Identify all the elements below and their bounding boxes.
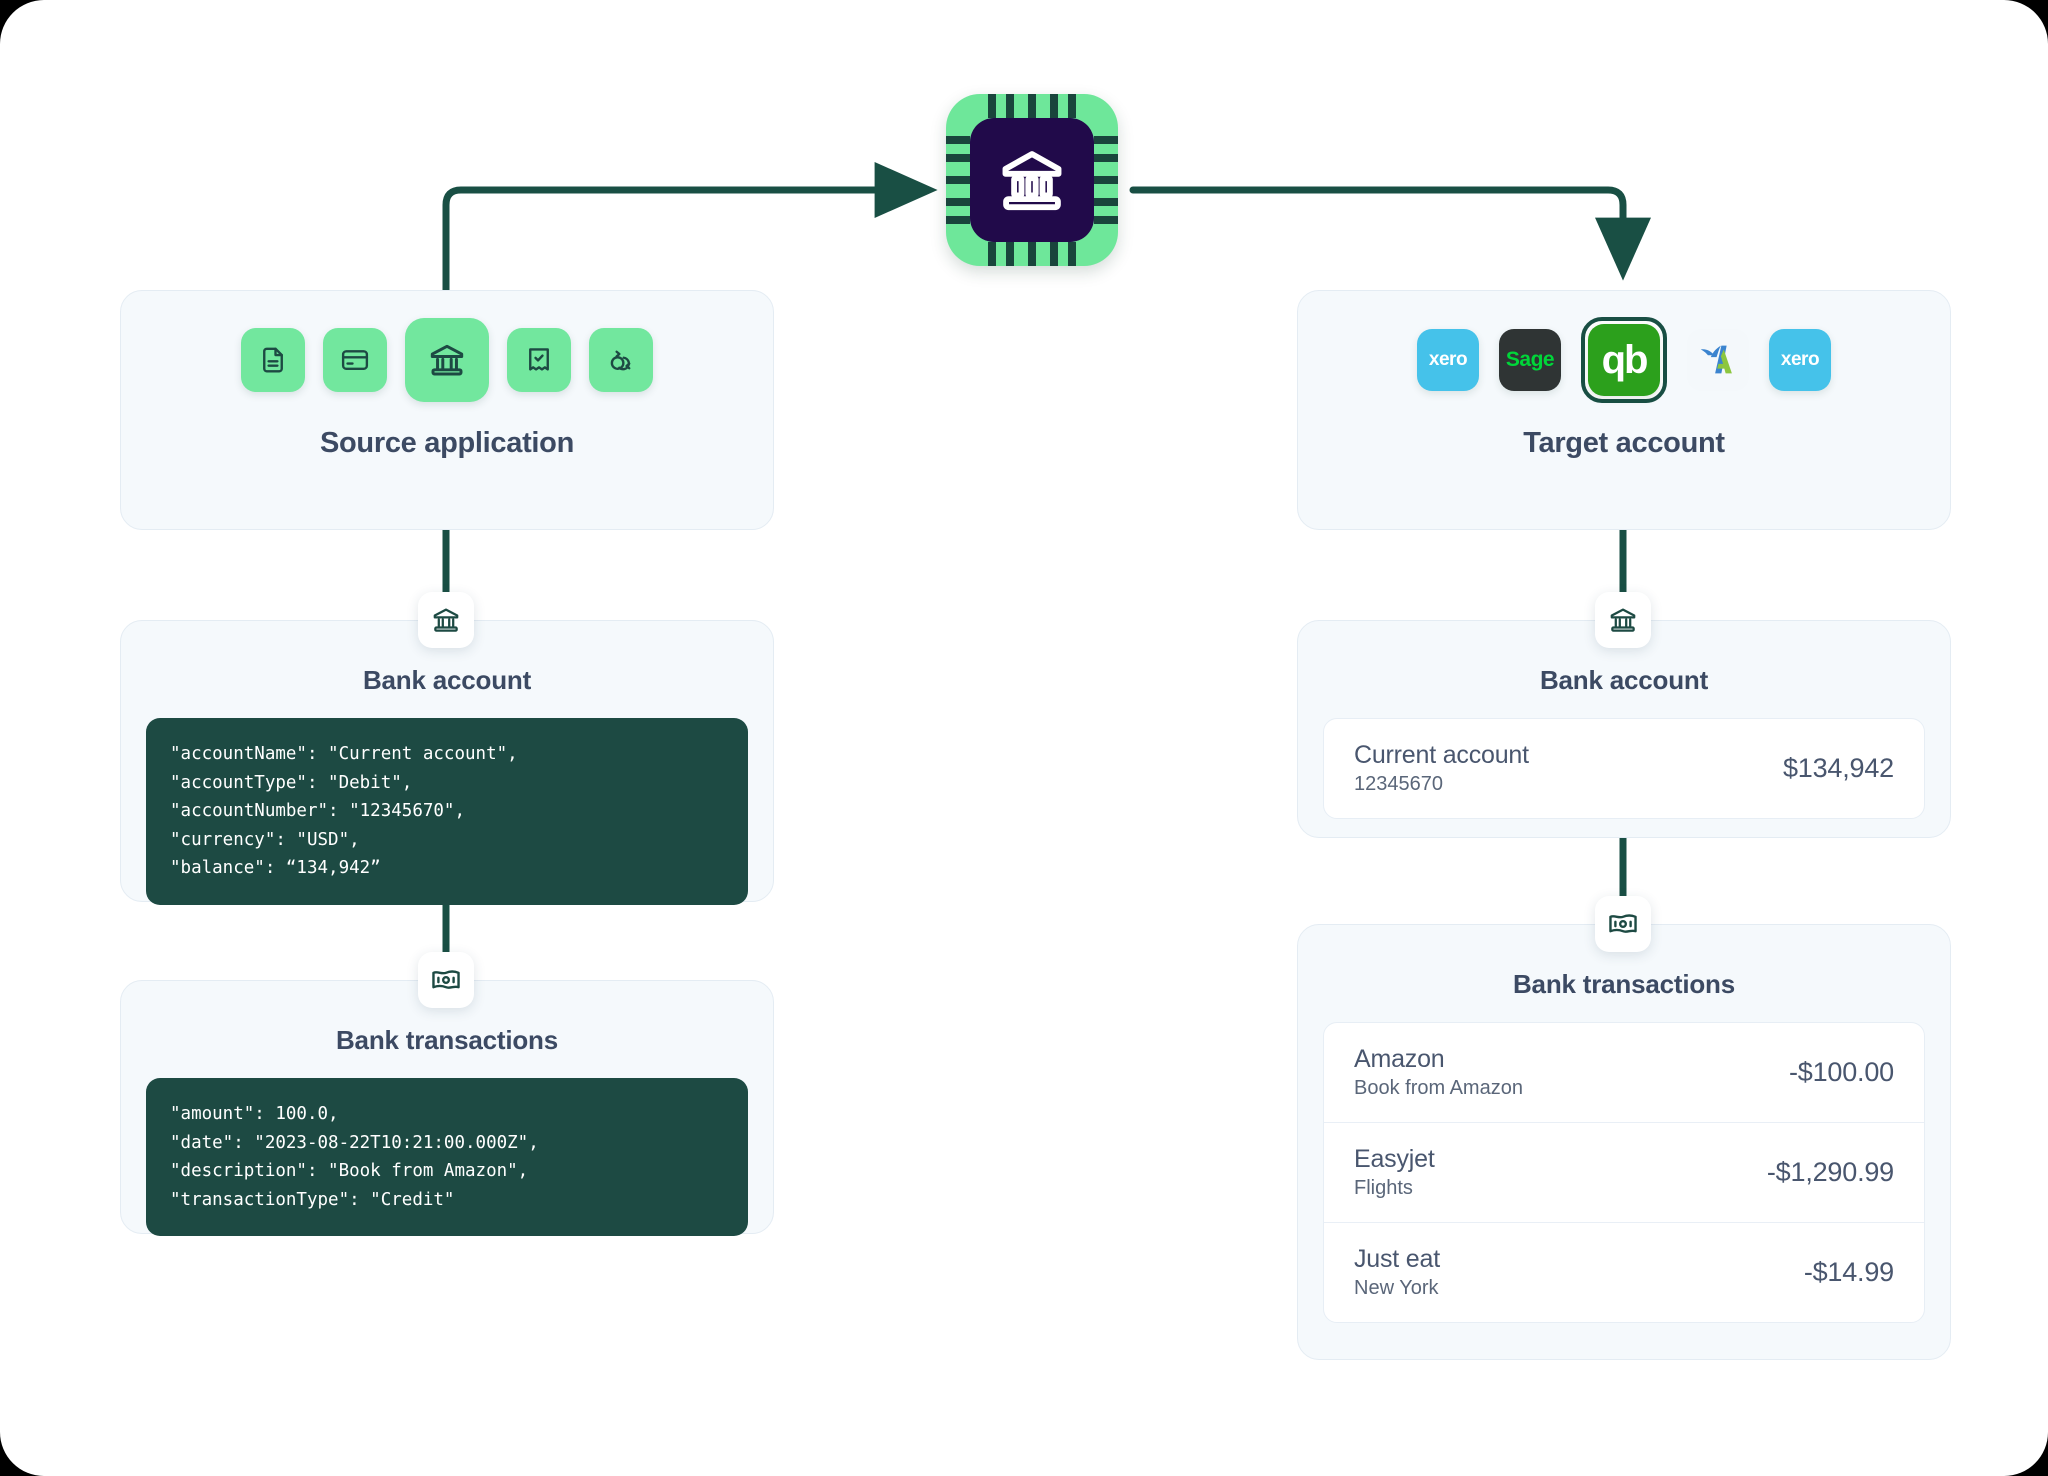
bank-icon bbox=[1610, 608, 1636, 632]
credit-card-icon bbox=[341, 350, 369, 370]
target-app-xero-2[interactable]: xero bbox=[1769, 329, 1831, 391]
banknote-icon bbox=[1609, 914, 1637, 933]
source-bank-transactions-code: "amount": 100.0, "date": "2023-08-22T10:… bbox=[146, 1078, 748, 1236]
source-app-sync[interactable] bbox=[589, 328, 653, 392]
quickbooks-logo-tile: qb bbox=[1588, 324, 1660, 396]
sage-wordmark: Sage bbox=[1505, 348, 1555, 371]
source-bank-transactions-title: Bank transactions bbox=[335, 1025, 558, 1055]
bank-icon bbox=[430, 344, 464, 376]
row-labels: Just eat New York bbox=[1354, 1245, 1440, 1300]
xero-wordmark: xero bbox=[1780, 349, 1820, 370]
chip-face bbox=[970, 118, 1094, 242]
source-bank-account-card: Bank account "accountName": "Current acc… bbox=[120, 620, 774, 905]
account-name: Current account bbox=[1354, 741, 1529, 769]
source-bank-transactions-badge bbox=[418, 952, 474, 1008]
row-labels: Easyjet Flights bbox=[1354, 1145, 1435, 1200]
source-app-document[interactable] bbox=[241, 328, 305, 392]
document-icon bbox=[263, 347, 283, 373]
transfer-sync-icon bbox=[610, 350, 631, 371]
target-bank-account-list: Current account 12345670 $134,942 bbox=[1323, 718, 1925, 819]
source-app-receipt[interactable] bbox=[507, 328, 571, 392]
source-bank-account-title: Bank account bbox=[362, 665, 532, 695]
bank-icon bbox=[433, 608, 459, 632]
target-bank-transactions-list: Amazon Book from Amazon -$100.00 Easyjet… bbox=[1323, 1022, 1925, 1323]
source-bank-transactions-card: Bank transactions "amount": 100.0, "date… bbox=[120, 980, 774, 1236]
target-account-panel: xero Sage qb xero bbox=[1297, 290, 1951, 530]
row-labels: Amazon Book from Amazon bbox=[1354, 1045, 1523, 1100]
target-bank-account-title: Bank account bbox=[1539, 665, 1709, 695]
source-bank-account-badge bbox=[418, 592, 474, 648]
target-bank-transactions-title: Bank transactions bbox=[1512, 969, 1735, 999]
bank-chip-icon bbox=[1002, 151, 1062, 211]
source-application-title: Source application bbox=[319, 427, 575, 459]
account-balance: $134,942 bbox=[1782, 753, 1894, 783]
source-app-credit-card[interactable] bbox=[323, 328, 387, 392]
table-row[interactable]: Amazon Book from Amazon -$100.00 bbox=[1324, 1023, 1924, 1122]
transaction-merchant: Easyjet bbox=[1354, 1145, 1435, 1173]
transaction-description: Book from Amazon bbox=[1354, 1077, 1523, 1099]
target-app-icon-row: xero Sage qb xero bbox=[1298, 305, 1950, 415]
account-number: 12345670 bbox=[1354, 773, 1443, 795]
transaction-amount: -$100.00 bbox=[1789, 1057, 1894, 1087]
source-bank-account-code: "accountName": "Current account", "accou… bbox=[146, 718, 748, 905]
transaction-description: Flights bbox=[1354, 1177, 1413, 1199]
receipt-check-icon bbox=[529, 348, 549, 371]
transaction-amount: -$1,290.99 bbox=[1766, 1157, 1894, 1187]
target-app-xero-1[interactable]: xero bbox=[1417, 329, 1479, 391]
transaction-description: New York bbox=[1354, 1277, 1439, 1299]
xero-wordmark: xero bbox=[1428, 349, 1468, 370]
target-app-sage[interactable]: Sage bbox=[1499, 329, 1561, 391]
table-row[interactable]: Easyjet Flights -$1,290.99 bbox=[1324, 1122, 1924, 1222]
chip-body bbox=[946, 94, 1118, 266]
source-app-icon-row bbox=[121, 305, 773, 415]
target-bank-transactions-card: Bank transactions Amazon Book from Amazo… bbox=[1297, 924, 1951, 1360]
source-application-panel: Source application bbox=[120, 290, 774, 530]
table-row[interactable]: Current account 12345670 $134,942 bbox=[1324, 719, 1924, 818]
quickbooks-wordmark: qb bbox=[1601, 337, 1649, 382]
target-bank-transactions-badge bbox=[1595, 896, 1651, 952]
target-bank-account-badge bbox=[1595, 592, 1651, 648]
freeagent-logo bbox=[1700, 345, 1732, 374]
target-app-freeagent[interactable] bbox=[1687, 329, 1749, 391]
banknote-icon bbox=[432, 970, 460, 989]
transaction-amount: -$14.99 bbox=[1803, 1257, 1894, 1287]
target-app-quickbooks-selected[interactable]: qb bbox=[1581, 317, 1667, 403]
target-account-title: Target account bbox=[1523, 427, 1725, 459]
transaction-merchant: Amazon bbox=[1354, 1045, 1445, 1073]
transaction-merchant: Just eat bbox=[1354, 1245, 1440, 1273]
source-app-bank[interactable] bbox=[405, 318, 489, 402]
table-row[interactable]: Just eat New York -$14.99 bbox=[1324, 1222, 1924, 1322]
integration-hub-chip bbox=[946, 94, 1118, 266]
row-labels: Current account 12345670 bbox=[1354, 741, 1529, 796]
target-bank-account-card: Bank account Current account 12345670 $1… bbox=[1297, 620, 1951, 838]
